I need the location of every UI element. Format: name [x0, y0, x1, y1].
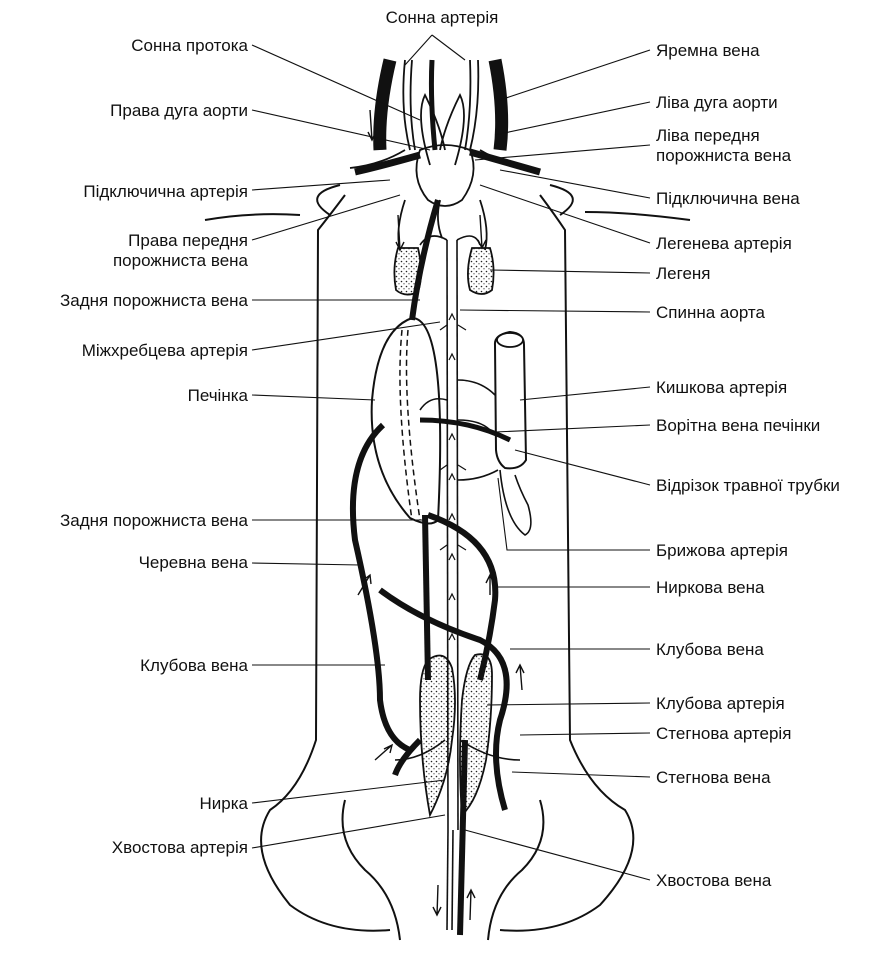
label-iliac-vein-left: Клубова вена	[0, 656, 248, 676]
label-lung: Легеня	[656, 264, 711, 284]
label-dorsal-aorta: Спинна аорта	[656, 303, 765, 323]
label-femoral-artery: Стегнова артерія	[656, 724, 791, 744]
label-posterior-vena-cava-2: Задня порожниста вена	[0, 511, 248, 531]
label-hepatic-portal-vein: Ворітна вена печінки	[656, 416, 820, 436]
label-kidney: Нирка	[0, 794, 248, 814]
label-caudal-artery: Хвостова артерія	[0, 838, 248, 858]
label-right-aortic-arch: Права дуга аорти	[0, 101, 248, 121]
label-posterior-vena-cava-1: Задня порожниста вена	[0, 291, 248, 311]
jugular-vein-left	[380, 60, 390, 150]
label-right-anterior-vena-cava: Права передня порожниста вена	[0, 231, 248, 271]
label-intestinal-artery: Кишкова артерія	[656, 378, 787, 398]
posterior-vena-cava-lower	[425, 515, 428, 680]
label-pulmonary-artery: Легенева артерія	[656, 234, 792, 254]
lung-right	[468, 248, 494, 294]
label-gut-segment: Відрізок травної трубки	[656, 476, 840, 496]
label-caudal-vein: Хвостова вена	[656, 871, 771, 891]
label-carotid-artery: Сонна артерія	[362, 8, 522, 28]
label-abdominal-vein: Черевна вена	[0, 553, 248, 573]
label-carotid-duct: Сонна протока	[0, 36, 248, 56]
subclavian-vein-left	[355, 155, 420, 172]
label-renal-vein: Ниркова вена	[656, 578, 764, 598]
label-left-aortic-arch: Ліва дуга аорти	[656, 93, 778, 113]
label-intervertebral-artery: Міжхребцева артерія	[0, 341, 248, 361]
label-iliac-artery: Клубова артерія	[656, 694, 785, 714]
label-liver: Печінка	[0, 386, 248, 406]
jugular-vein-right	[495, 60, 502, 150]
label-subclavian-artery: Підключична артерія	[0, 182, 248, 202]
label-iliac-vein-right: Клубова вена	[656, 640, 764, 660]
label-subclavian-vein: Підключична вена	[656, 189, 800, 209]
label-femoral-vein: Стегнова вена	[656, 768, 771, 788]
label-mesenteric-artery: Брижова артерія	[656, 541, 788, 561]
label-left-anterior-vena-cava: Ліва передня порожниста вена	[656, 126, 791, 166]
aorta-chevrons	[440, 314, 466, 640]
label-jugular-vein: Яремна вена	[656, 41, 760, 61]
